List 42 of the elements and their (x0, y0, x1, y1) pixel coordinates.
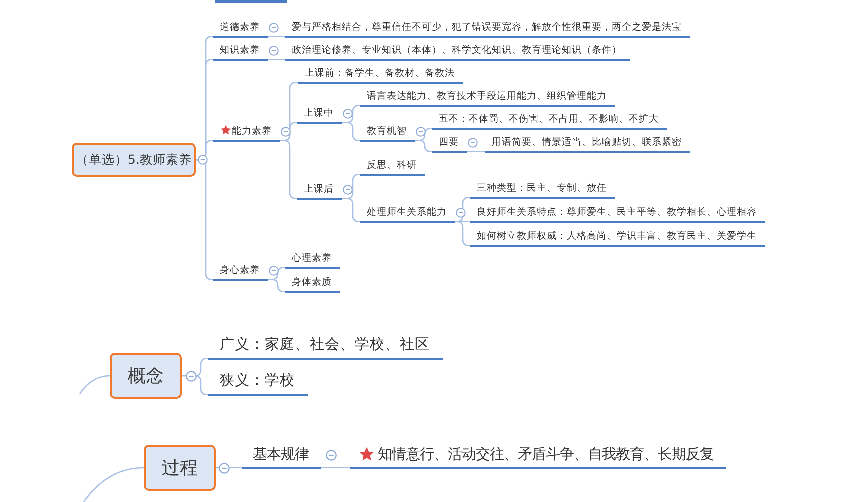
topic-label: 如何树立教师权威：人格高尚、学识丰富、教育民主、关爱学生 (470, 230, 765, 247)
connector (79, 375, 110, 394)
topic-label: 基本规律 (242, 446, 321, 469)
connector (467, 151, 485, 152)
topic-label: 用语简要、情景适当、比喻贴切、联系紧密 (485, 136, 690, 153)
connector (415, 140, 432, 152)
topic-label: 身体素质 (285, 276, 340, 293)
connector (342, 122, 360, 142)
topic-label: 心理素养 (285, 252, 340, 269)
connector (321, 467, 350, 468)
topic-label: 狭义：学校 (208, 372, 308, 396)
connector (455, 221, 470, 246)
topic-label: 上课中 (297, 106, 342, 124)
topic-box: 过程 (144, 445, 216, 491)
topic-label (213, 124, 280, 142)
connector (342, 198, 360, 222)
topic-label: 爱与严格相结合，尊重信任不可少，犯了错误要宽容，解放个性很重要，两全之爱是法宝 (285, 20, 690, 38)
connector (268, 59, 285, 60)
topic-label: 广义：家庭、社会、学校、社区 (208, 336, 443, 360)
topic-label: 上课前：备学生、备教材、备教法 (298, 66, 463, 84)
topic-label: 四要 (432, 136, 467, 153)
topic-box: （单选）5.教师素养 (72, 143, 196, 177)
topic-text: 能力素养 (232, 126, 272, 137)
topic-label: 道德素养 (213, 20, 268, 38)
topic-label: 上课后 (297, 182, 342, 200)
connector (83, 467, 144, 502)
topic-label: 教育机智 (360, 124, 415, 142)
topic-label: 语言表达能力、教育技术手段运用能力、组织管理能力 (360, 90, 615, 107)
connector (216, 467, 242, 469)
topic-box: 概念 (110, 353, 182, 399)
topic-label: 政治理论修养、专业知识（本体）、科学文化知识、教育理论知识（条件） (285, 44, 630, 61)
topic-label: 良好师生关系特点：尊师爱生、民主平等、教学相长、心理相容 (470, 206, 765, 223)
topic-label: 反思、科研 (360, 158, 425, 176)
topic-label: 处理师生关系能力 (360, 206, 455, 223)
topic-label: 五不：不体罚、不伤害、不占用、不影响、不扩大 (432, 112, 667, 130)
connector (268, 36, 285, 38)
topic-label (350, 446, 726, 469)
topic-label: 三种类型：民主、专制、放任 (470, 182, 615, 199)
topic-label: 知识素养 (213, 44, 268, 61)
topic-text: 知情意行、活动交往、矛盾斗争、自我教育、长期反复 (378, 446, 714, 463)
connector (268, 279, 285, 292)
topic-label: 身心素养 (213, 264, 268, 281)
